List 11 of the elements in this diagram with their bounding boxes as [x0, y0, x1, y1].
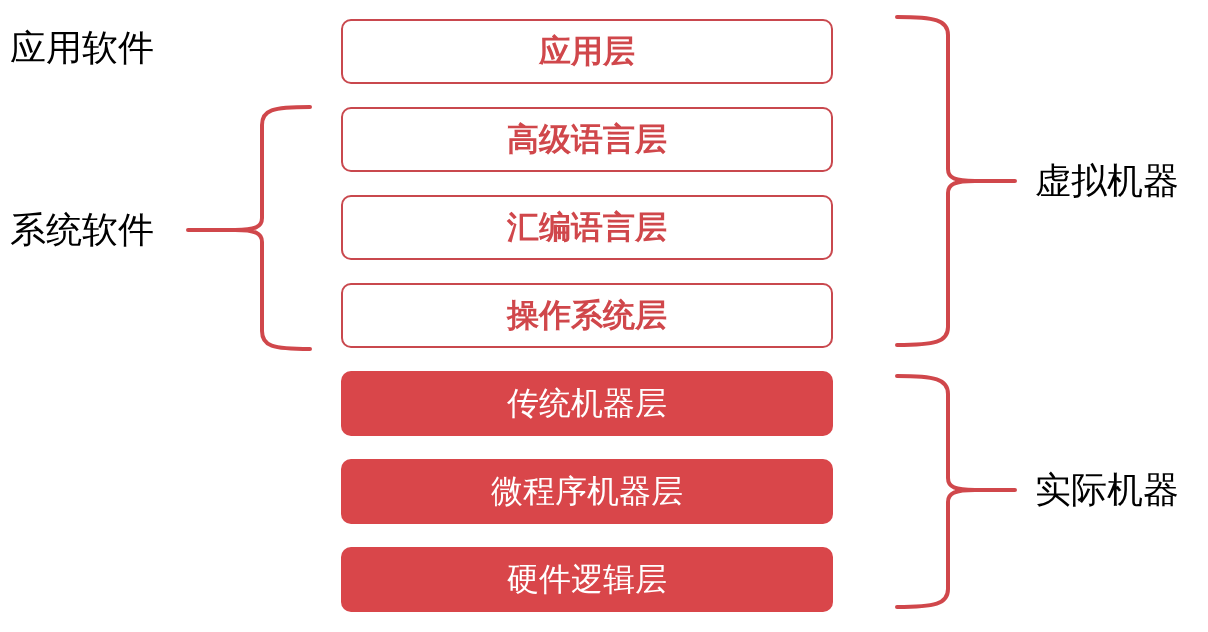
layer-box: 硬件逻辑层: [341, 547, 833, 612]
side-label: 实际机器: [1035, 467, 1179, 512]
layer-box: 传统机器层: [341, 371, 833, 436]
side-label: 系统软件: [10, 207, 154, 252]
layer-box: 操作系统层: [341, 283, 833, 348]
layer-box: 应用层: [341, 19, 833, 84]
side-label: 虚拟机器: [1035, 158, 1179, 203]
layer-box: 汇编语言层: [341, 195, 833, 260]
layer-box: 微程序机器层: [341, 459, 833, 524]
layer-box: 高级语言层: [341, 107, 833, 172]
side-label: 应用软件: [10, 25, 154, 70]
